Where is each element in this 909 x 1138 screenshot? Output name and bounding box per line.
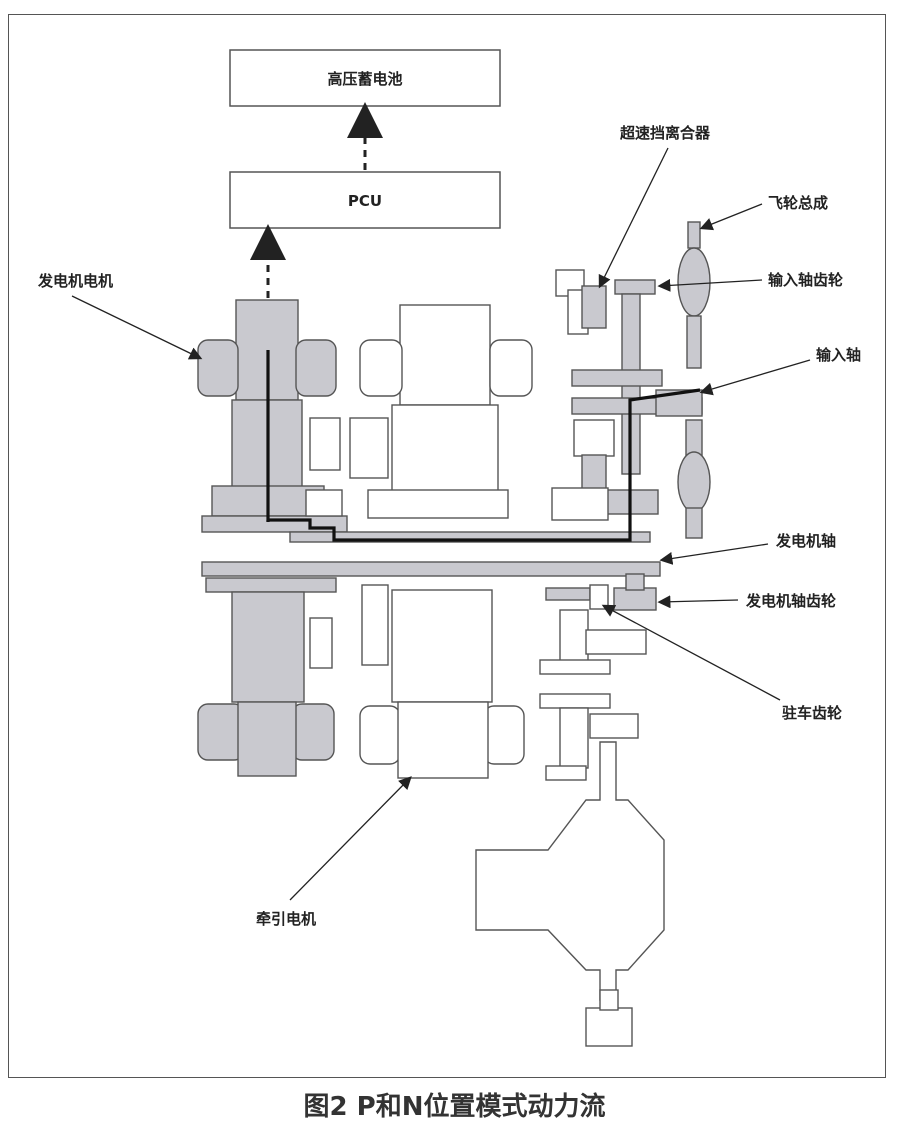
leader-generator-shaft (659, 543, 769, 565)
traction-motor-lower-gray (197, 577, 337, 777)
label-generator-shaft: 发电机轴 (775, 532, 836, 550)
leader-generator-motor (71, 295, 203, 360)
label-input-gear: 输入轴齿轮 (768, 271, 843, 289)
label-traction-motor: 牵引电机 (256, 910, 316, 928)
pcu-box (229, 171, 501, 229)
label-generator-motor: 发电机电机 (37, 272, 113, 290)
traction-motor-upper-shape (349, 304, 533, 519)
pcu-label: PCU (348, 192, 382, 210)
label-flywheel: 飞轮总成 (768, 194, 828, 212)
leader-input-shaft (699, 359, 811, 396)
leader-generator-gear (657, 595, 739, 609)
label-overdrive-clutch: 超速挡离合器 (619, 124, 711, 142)
power-flow-path (266, 350, 701, 542)
generator-gear-hub (625, 573, 645, 591)
traction-motor-lower-white (359, 584, 525, 779)
flywheel-shape (655, 221, 711, 539)
label-generator-gear: 发电机轴齿轮 (745, 592, 836, 610)
leader-overdrive-clutch (598, 147, 669, 289)
powertrain-diagram: 高压蓄电池 PCU (37, 49, 861, 1047)
generator-gear-shape (613, 587, 657, 611)
battery-box (229, 49, 501, 107)
differential-shape (475, 741, 665, 1047)
label-park-gear: 驻车齿轮 (782, 704, 842, 722)
generator-shaft-shape (289, 531, 651, 543)
leader-traction-motor (289, 776, 412, 901)
leader-flywheel (699, 203, 763, 231)
leader-input-gear (657, 278, 763, 292)
label-input-shaft: 输入轴 (816, 346, 861, 364)
park-gear-shape (539, 584, 647, 781)
input-gear-assembly (551, 269, 703, 521)
generator-motor-shape (197, 299, 348, 533)
traction-shaft-shape (201, 561, 661, 577)
figure-caption: 图2 P和N位置模式动力流 (303, 1092, 606, 1122)
leader-park-gear (601, 604, 781, 701)
battery-label: 高压蓄电池 (327, 70, 402, 88)
